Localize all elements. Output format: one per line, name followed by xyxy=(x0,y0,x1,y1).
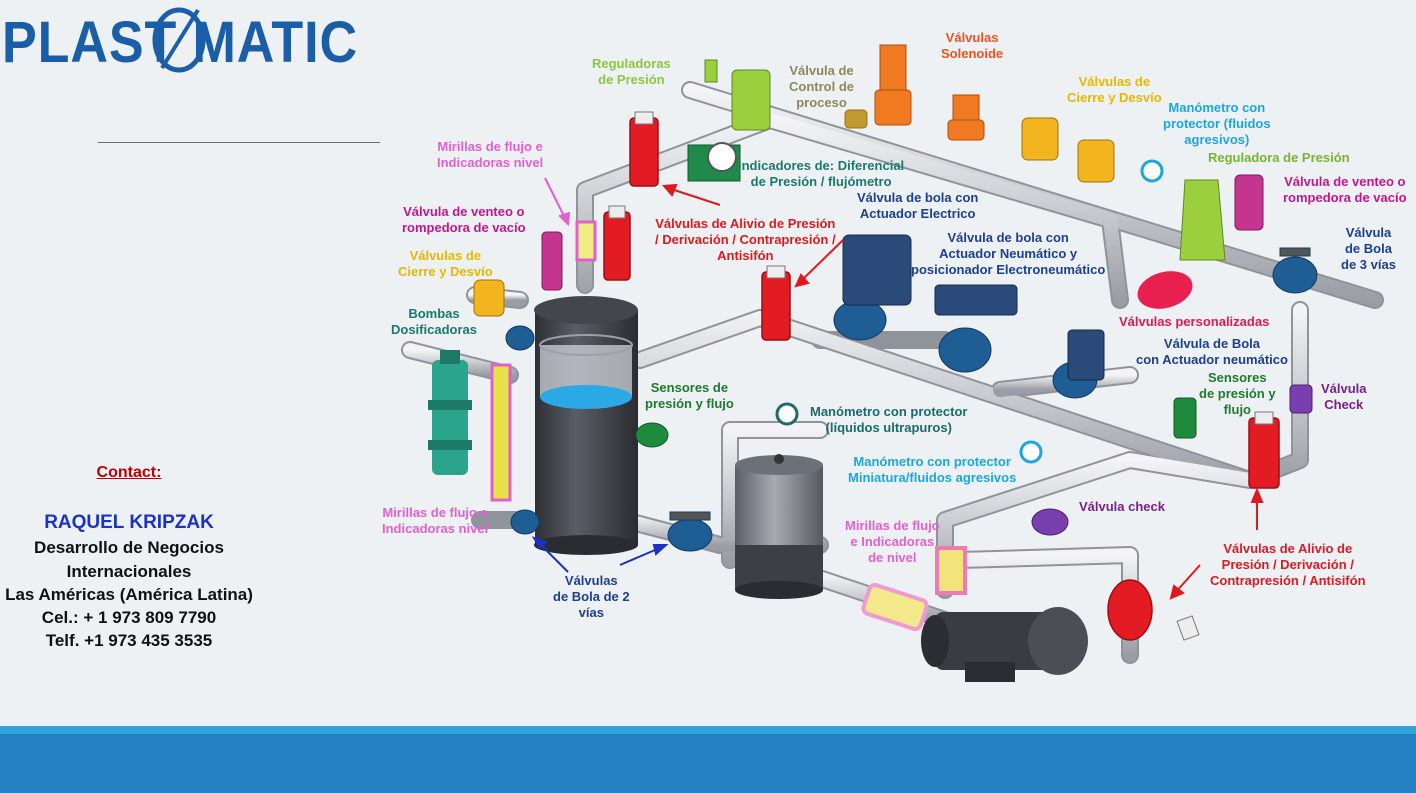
main-tank xyxy=(534,296,638,555)
dosing-pump xyxy=(428,350,472,475)
solenoid-valves xyxy=(874,44,985,141)
filter-tank xyxy=(735,454,823,599)
relief-valves xyxy=(603,117,1280,641)
contact-name: RAQUEL KRIPZAK xyxy=(44,512,214,533)
label-valvulas-personalizadas: Válvulas personalizadas xyxy=(1119,314,1270,329)
label-valvula-check-bottom: Válvula check xyxy=(1079,499,1165,514)
contact-region: Las Américas (América Latina) xyxy=(5,585,253,604)
actuators xyxy=(842,234,1105,381)
contact-title-line-2: Internacionales xyxy=(66,562,192,581)
footer-accent-stripe xyxy=(0,726,1416,734)
contact-title-line-1: Desarrollo de Negocios xyxy=(34,538,224,557)
arrows xyxy=(531,177,1264,600)
gauges xyxy=(687,142,1164,464)
contact-phone: Telf. +1 973 435 3535 xyxy=(45,631,213,650)
sensors xyxy=(635,397,1197,448)
plastomatic-logo: PLAST MATIC xyxy=(2,7,357,75)
custom-valve xyxy=(1137,271,1193,309)
piping-diagram xyxy=(401,44,1384,682)
vacuum-breakers xyxy=(541,174,1264,291)
contact-heading: Contact: xyxy=(96,464,162,481)
divider-line xyxy=(98,142,380,143)
check-valves xyxy=(1031,384,1313,536)
diverter-valves xyxy=(473,109,1115,317)
regulators xyxy=(704,59,1226,261)
label-reguladora-presion: Reguladora de Presión xyxy=(1208,150,1350,165)
label-manometro-ultrapuros: Manómetro con protector(líquidos ultrapu… xyxy=(810,404,968,435)
footer-bar xyxy=(0,734,1416,793)
sight-glasses xyxy=(490,220,967,631)
contact-cell: Cel.: + 1 973 809 7790 xyxy=(41,608,217,627)
pump-motor xyxy=(921,607,1088,682)
ball-valves xyxy=(505,247,1318,552)
label-valvulas-alivio-top: Válvulas de Alivio de Presión/ Derivació… xyxy=(655,216,836,263)
